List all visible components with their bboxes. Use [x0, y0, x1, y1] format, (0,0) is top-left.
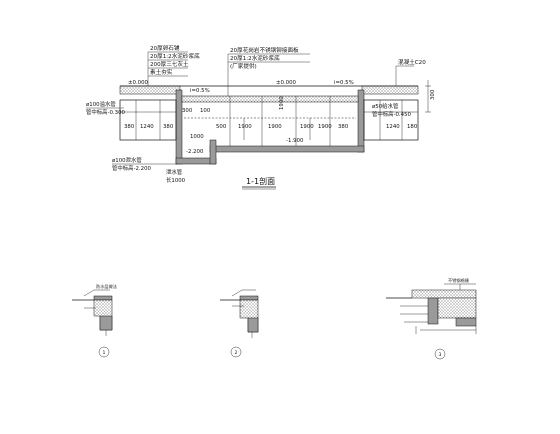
callout-mid-1: 20厚花岗岩不锈钢铆接面板: [230, 46, 299, 54]
dim-mid-a: 1000: [190, 134, 204, 140]
level-left-top: ±0.000: [128, 80, 149, 86]
dim-left-a: 380: [124, 124, 135, 130]
detail-3-mark: 3: [439, 352, 442, 358]
section-1-1: 20厚卵石铺 20厚1:2水泥砂浆底 200厚三七灰土 素土夯实 20厚花岗岩不…: [86, 44, 436, 190]
pipe-left-supply-elev: 管中标高-0.300: [86, 108, 126, 116]
detail-3-note: 不锈钢格栅: [448, 277, 469, 284]
dim-left-c: 380: [163, 124, 174, 130]
callout-left-1: 20厚卵石铺: [150, 44, 180, 52]
detail-2: 2: [220, 289, 259, 358]
callout-right: 混凝土C20: [398, 58, 426, 66]
slope-right: i=0.5%: [334, 80, 354, 86]
detail-3: 不锈钢格栅 3: [386, 277, 477, 360]
level-sump-bottom: -2.200: [186, 149, 204, 155]
callout-mid-3: (厂家提供): [230, 62, 257, 70]
callout-left-2: 20厚1:2水泥砂浆底: [150, 52, 200, 60]
dim-mid-g: 380: [338, 124, 349, 130]
detail-2-mark: 2: [235, 350, 238, 356]
callout-left-3: 200厚三七灰土: [150, 60, 189, 68]
pipe-right: ø50给水管: [372, 102, 399, 110]
level-mid-top: ±0.000: [276, 80, 297, 86]
callout-mid-2: 20厚1:2水泥砂浆底: [230, 54, 280, 62]
pipe-overflow-elev: 管中标高-2.200: [112, 164, 152, 172]
dim-mid-e: 1900: [300, 124, 314, 130]
dim-height-b: 300: [182, 108, 193, 114]
pipe-left-supply: ø100溢水管: [86, 100, 116, 108]
dim-height-c: 100: [200, 108, 211, 114]
left-paving-strip: [119, 85, 181, 95]
slope-left: i=0.5%: [190, 88, 210, 94]
pipe-overflow: ø100泄水管: [112, 156, 142, 164]
right-wall: [357, 89, 365, 153]
dim-right-vert: 300: [430, 89, 436, 100]
section-title: 1-1剖面: [246, 176, 275, 186]
detail-1-mark: 1: [103, 350, 106, 356]
left-wall: [175, 89, 183, 165]
pipe-drain: 泄水管: [166, 168, 183, 176]
sump-wall: [209, 139, 217, 165]
base-slab: [209, 145, 365, 153]
dim-right-b: 180: [407, 124, 418, 130]
callout-left-4: 素土夯实: [150, 68, 173, 76]
dim-right-a: 1240: [386, 124, 400, 130]
pipe-right-elev: 管中标高-0.450: [372, 110, 412, 118]
level-inner-bottom: -1.900: [286, 138, 304, 144]
dim-mid-b: 500: [216, 124, 227, 130]
dim-mid-c: 1900: [238, 124, 252, 130]
detail-2-circle: [230, 346, 242, 358]
detail-1: 防水层做法 1: [72, 283, 117, 358]
dim-mid-d: 1900: [268, 124, 282, 130]
right-paving-strip: [361, 85, 419, 95]
detail-3-circle: [434, 348, 446, 360]
dim-mid-f: 1900: [318, 124, 332, 130]
dim-left-b: 1240: [140, 124, 154, 130]
dim-height-a: 1900: [279, 96, 285, 110]
pipe-drain-len: 长1000: [166, 176, 186, 184]
detail-1-circle: [98, 346, 110, 358]
detail-1-note: 防水层做法: [96, 283, 117, 290]
